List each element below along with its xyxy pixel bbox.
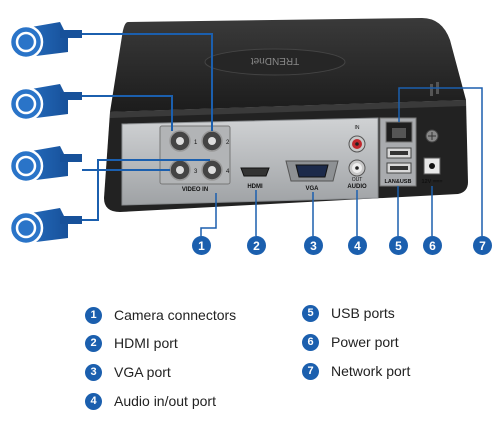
legend-label: Network port [331,363,411,379]
cable-cam-1 [82,33,213,131]
side-led-bar [430,84,433,96]
dvr-body-top-edge [110,100,466,118]
legend-number: 6 [302,333,319,351]
callout-lines [200,87,483,236]
usb-port-2-inner [390,166,408,170]
camera-1 [8,22,82,60]
ch-label-1: 1 [194,140,198,146]
legend-label: HDMI port [114,335,178,351]
legend-number: 2 [85,334,102,352]
audio-label: AUDIO [347,184,367,190]
audio-in-label: IN [355,125,360,131]
callout-2: 2 [247,236,266,255]
audio-out-label: OUT [352,177,363,183]
callout-6: 6 [423,236,442,255]
callout-5: 5 [389,236,408,255]
legend-number: 3 [85,363,102,381]
callout-1: 1 [192,236,211,255]
camera-4 [8,208,82,246]
callout-4: 4 [348,236,367,255]
bnc-connector-3 [169,159,191,181]
video-in-label: VIDEO IN [182,187,208,193]
legend-label: USB ports [331,305,395,321]
legend-item-power-port: 6 Power port [302,332,399,352]
camera-cables [82,33,213,221]
legend-item-vga-port: 3 VGA port [85,362,171,382]
lan-usb-label: LAN&USB [385,179,412,185]
legend-number: 5 [302,304,319,322]
bnc-connector-1 [169,130,191,152]
ch-label-4: 4 [226,169,230,175]
legend-item-network-port: 7 Network port [302,361,410,381]
hdmi-label: HDMI [247,184,263,190]
audio-ports: IN OUT AUDIO [347,125,367,190]
brand-text: TRENDnet [251,55,300,66]
cable-cam-4 [82,159,210,221]
cable-cam-2 [82,95,173,131]
legend-number: 4 [85,392,102,410]
leader-1 [200,193,217,236]
bnc-connector-2 [201,130,223,152]
power-label: 12V === [422,179,443,185]
camera-3 [8,146,82,184]
vga-port: VGA [285,160,339,192]
brand-badge [204,48,346,76]
camera-2 [8,84,82,122]
callout-7: 7 [473,236,492,255]
legend-item-audio-port: 4 Audio in/out port [85,391,216,411]
vga-label: VGA [305,186,319,192]
legend-item-camera-connectors: 1 Camera connectors [85,305,236,325]
lan-usb-block: LAN&USB [379,117,417,187]
bnc-connector-4 [201,159,223,181]
legend-number: 7 [302,362,319,380]
legend-item-hdmi-port: 2 HDMI port [85,333,178,353]
back-panel: 1 2 3 4 VIDEO IN HDMI VGA IN OUT AU [121,117,443,206]
power-jack-pin [429,163,435,169]
rj45-port-inner [392,128,406,138]
legend-item-usb-ports: 5 USB ports [302,303,395,323]
legend-number: 1 [85,306,102,324]
usb-port-1-inner [390,151,408,155]
audio-out-jack-hole [355,166,359,170]
leader-7 [398,87,483,236]
video-in-block: 1 2 3 4 VIDEO IN [159,125,231,193]
legend-label: VGA port [114,364,171,380]
ch-label-3: 3 [194,169,198,175]
power-block: 12V === [422,129,443,185]
callout-3: 3 [304,236,323,255]
ch-label-2: 2 [226,140,230,146]
audio-in-jack-hole [355,142,359,146]
legend-label: Camera connectors [114,307,237,323]
legend-label: Power port [331,334,399,350]
hdmi-port: HDMI [240,167,270,190]
legend-label: Audio in/out port [114,393,216,409]
